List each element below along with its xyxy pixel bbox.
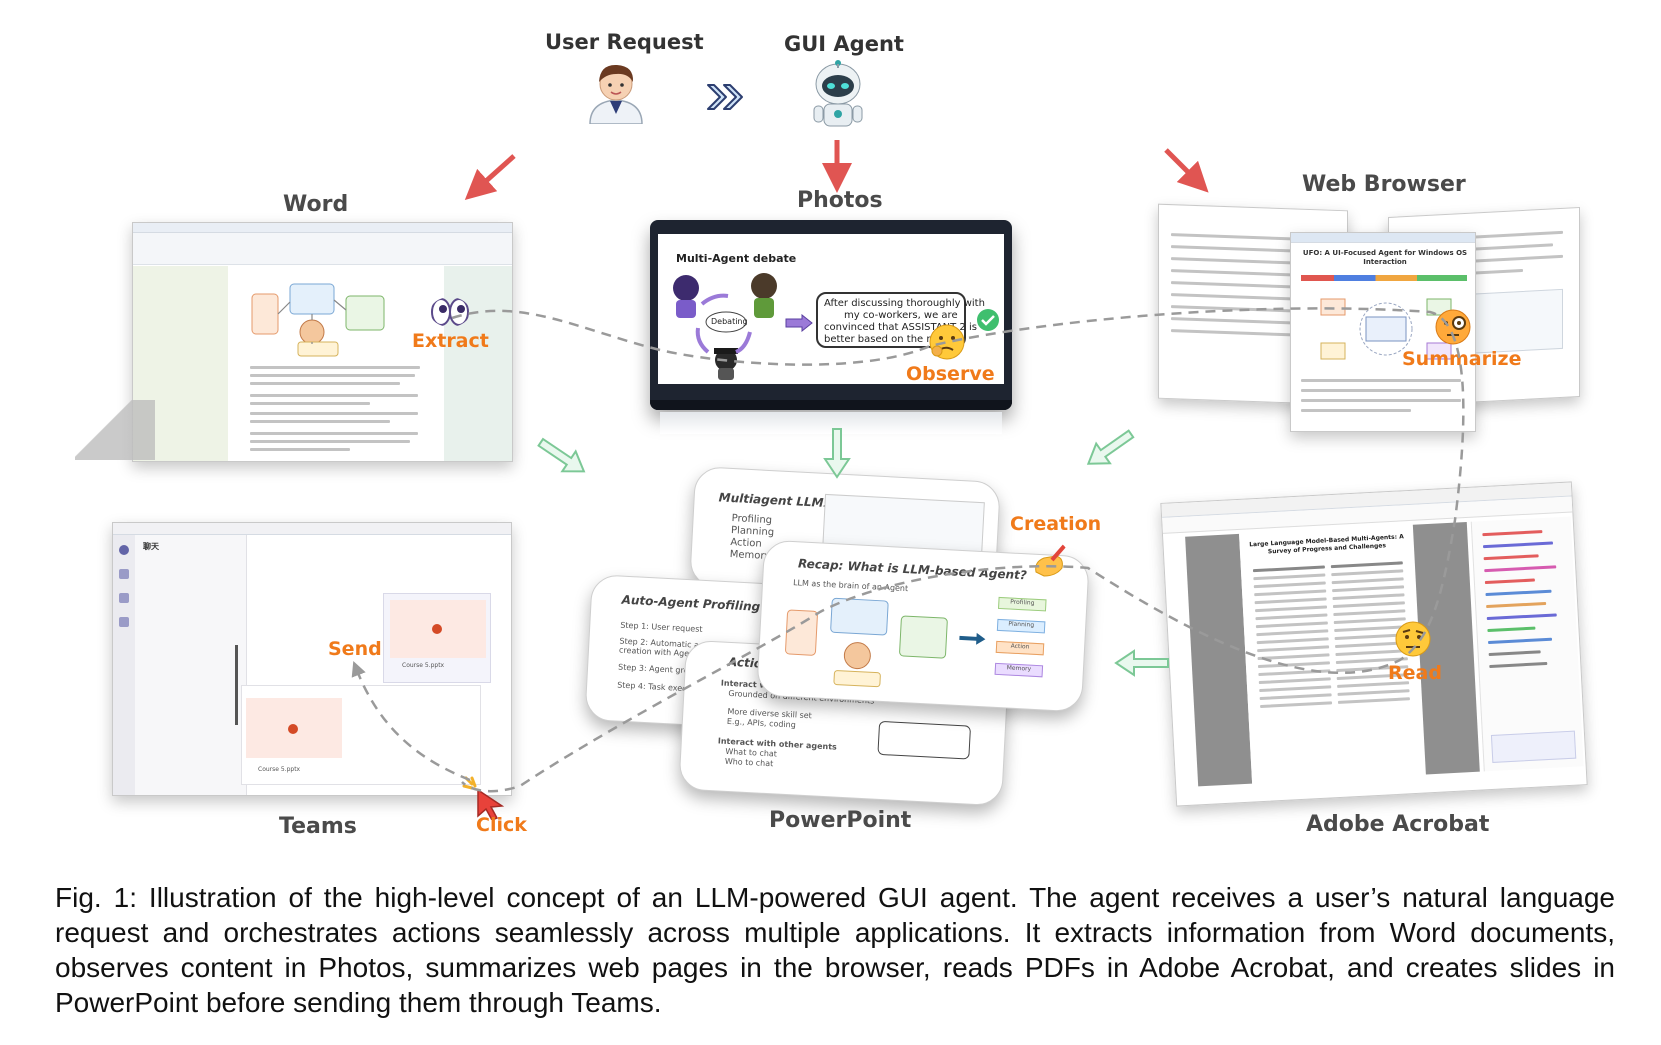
web-browser-label: Web Browser: [1302, 172, 1466, 197]
slide-action-bubble: [877, 720, 972, 760]
teams-file-name-2: Course 5.pptx: [258, 766, 301, 773]
teams-message-left: Course 5.pptx: [241, 685, 481, 785]
debate-title: Multi-Agent debate: [676, 252, 797, 265]
slide-tag-planning: Planning: [996, 618, 1046, 634]
slide-profiling-title: Auto-Agent Profiling: [621, 592, 761, 614]
photos-taskbar: [650, 400, 1012, 410]
eyes-emoji-icon: [431, 298, 469, 326]
photos-label: Photos: [797, 188, 883, 213]
figure: User Request GUI Agent Word: [75, 30, 1588, 839]
slide-tag-profiling: Profiling: [997, 596, 1047, 612]
slide-multiagent-title: Multiagent LLMs: [718, 490, 832, 511]
read-action-label: Read: [1388, 662, 1442, 684]
teams-chat-list: 聊天: [135, 535, 247, 795]
creation-action-label: Creation: [1010, 513, 1102, 535]
arrow-right-icon: [785, 314, 813, 332]
teams-left-rail: [113, 535, 135, 795]
check-circle-icon: [977, 309, 999, 331]
teams-chat-title: 聊天: [143, 542, 159, 551]
acrobat-tools-panel: [1470, 516, 1584, 772]
word-label: Word: [283, 192, 349, 217]
acrobat-window: Large Language Model-Based Multi-Agents:…: [1160, 481, 1588, 807]
user-request-label: User Request: [545, 30, 704, 54]
teams-window: 聊天 Course 5.pptx Course 5.pptx: [112, 522, 512, 796]
acrobat-paper-title: Large Language Model-Based Multi-Agents:…: [1249, 533, 1404, 556]
slide-tag-action: Action: [995, 640, 1045, 656]
arrow-right-icon: [959, 632, 986, 645]
word-page: [228, 266, 444, 461]
slide-recap-diagram: [785, 597, 948, 688]
double-chevron-right-icon: [707, 84, 743, 110]
extract-action-label: Extract: [412, 330, 489, 352]
robot-icon: [813, 60, 863, 127]
gui-agent-label: GUI Agent: [784, 32, 904, 56]
adobe-acrobat-label: Adobe Acrobat: [1306, 812, 1490, 837]
slide-tag-memory: Memory: [994, 662, 1044, 678]
teams-file-name: Course 5.pptx: [402, 662, 445, 669]
monocle-emoji-icon: [1435, 309, 1471, 345]
word-ribbon: [133, 233, 512, 265]
thinking-emoji-icon: [929, 324, 965, 360]
powerpoint-label: PowerPoint: [769, 808, 912, 833]
observe-action-label: Observe: [906, 363, 995, 385]
teams-message-right: Course 5.pptx: [383, 593, 491, 683]
word-shadow: [75, 400, 155, 460]
word-agent-diagram: [251, 283, 385, 357]
click-action-label: Click: [476, 814, 527, 836]
user-avatar-icon: [589, 64, 643, 124]
send-action-label: Send: [328, 638, 382, 660]
debating-label: Debating: [711, 317, 748, 326]
acrobat-page: Large Language Model-Based Multi-Agents:…: [1239, 524, 1426, 784]
browser-paper-title: UFO: A UI-Focused Agent for Windows OS I…: [1302, 249, 1468, 266]
photos-image-area: Multi-Agent debate Debating After discus…: [658, 234, 1004, 384]
raised-eyebrow-emoji-icon: [1395, 621, 1431, 657]
figure-caption: Fig. 1: Illustration of the high-level c…: [55, 882, 1615, 1018]
teams-label: Teams: [279, 814, 357, 839]
slide-recap-title: Recap: What is LLM-based Agent?: [797, 556, 1028, 583]
word-title-bar: [133, 223, 512, 233]
summarize-action-label: Summarize: [1402, 348, 1522, 370]
photos-reflection: [660, 412, 1002, 434]
writing-hand-emoji-icon: [1035, 540, 1070, 577]
acrobat-promo-box: [1490, 730, 1577, 763]
word-right-margin: [442, 266, 512, 461]
browser-colored-strip: [1301, 275, 1467, 281]
